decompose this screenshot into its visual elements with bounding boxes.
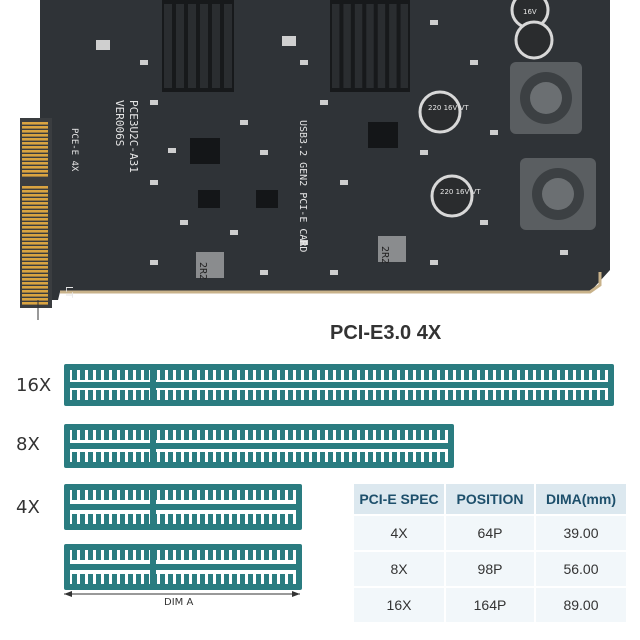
capacitor-low — [430, 174, 474, 218]
gold-fingers — [22, 122, 48, 305]
chip — [198, 190, 220, 208]
slot-8x — [64, 424, 454, 468]
chip — [368, 122, 398, 148]
lane-label-16x: 16X — [16, 375, 52, 396]
capacitor-low-label: 220 16V VT — [440, 188, 481, 196]
cell-dima: 89.00 — [534, 586, 628, 624]
header-dima: DIMA(mm) — [534, 482, 628, 516]
header-position: POSITION — [444, 482, 536, 516]
chip — [190, 138, 220, 164]
inductor-bottom — [520, 158, 596, 230]
cell-dima: 56.00 — [534, 550, 628, 588]
slot-4x-dimension — [64, 544, 302, 590]
lane-label-8x: 8X — [16, 434, 40, 455]
pcie-slot-diagram: DIM A — [64, 364, 614, 608]
table-row: 8X 98P 56.00 — [352, 550, 628, 588]
pcie-card-photo: PCE-E 4X PCE3U2C-A31 VER006S USB3.2 GEN2… — [20, 0, 610, 320]
cell-spec: 16X — [352, 586, 446, 624]
corner-label: LT — [63, 286, 74, 298]
slot-4x — [64, 484, 302, 530]
capacitor-mid-label: 220 16V VT — [428, 104, 469, 112]
cell-position: 164P — [444, 586, 536, 624]
inductor-small — [196, 252, 224, 278]
heatsink-left — [162, 0, 234, 92]
inductor-label: 2R2 — [379, 246, 390, 264]
capacitor-upper — [514, 20, 554, 60]
spec-heading: PCI-E3.0 4X — [330, 322, 442, 344]
dim-a-label: DIM A — [164, 597, 193, 608]
cell-spec: 4X — [352, 514, 446, 552]
table-row: 4X 64P 39.00 — [352, 514, 628, 552]
cell-spec: 8X — [352, 550, 446, 588]
edge-label: PCE-E 4X — [69, 128, 79, 172]
capacitor-mid — [418, 90, 462, 134]
inductor-top — [510, 62, 582, 134]
spec-table: PCI-E SPEC POSITION DIMA(mm) 4X 64P 39.0… — [352, 482, 628, 624]
cell-position: 64P — [444, 514, 536, 552]
cell-dima: 39.00 — [534, 514, 628, 552]
inductor-small — [378, 236, 406, 262]
cell-position: 98P — [444, 550, 536, 588]
chip — [256, 190, 278, 208]
slot-16x — [64, 364, 614, 406]
table-row: 16X 164P 89.00 — [352, 586, 628, 624]
header-spec: PCI-E SPEC — [352, 482, 446, 516]
lane-label-4x: 4X — [16, 497, 40, 518]
heatsink-right — [330, 0, 410, 92]
version-label: VER006S — [113, 100, 126, 146]
inductor-label: 2R2 — [197, 262, 208, 280]
capacitor-top-label: 16V — [523, 8, 537, 16]
model-label: PCE3U2C-A31 — [127, 100, 140, 173]
product-label: USB3.2 GEN2 PCI-E CARD — [297, 120, 308, 252]
